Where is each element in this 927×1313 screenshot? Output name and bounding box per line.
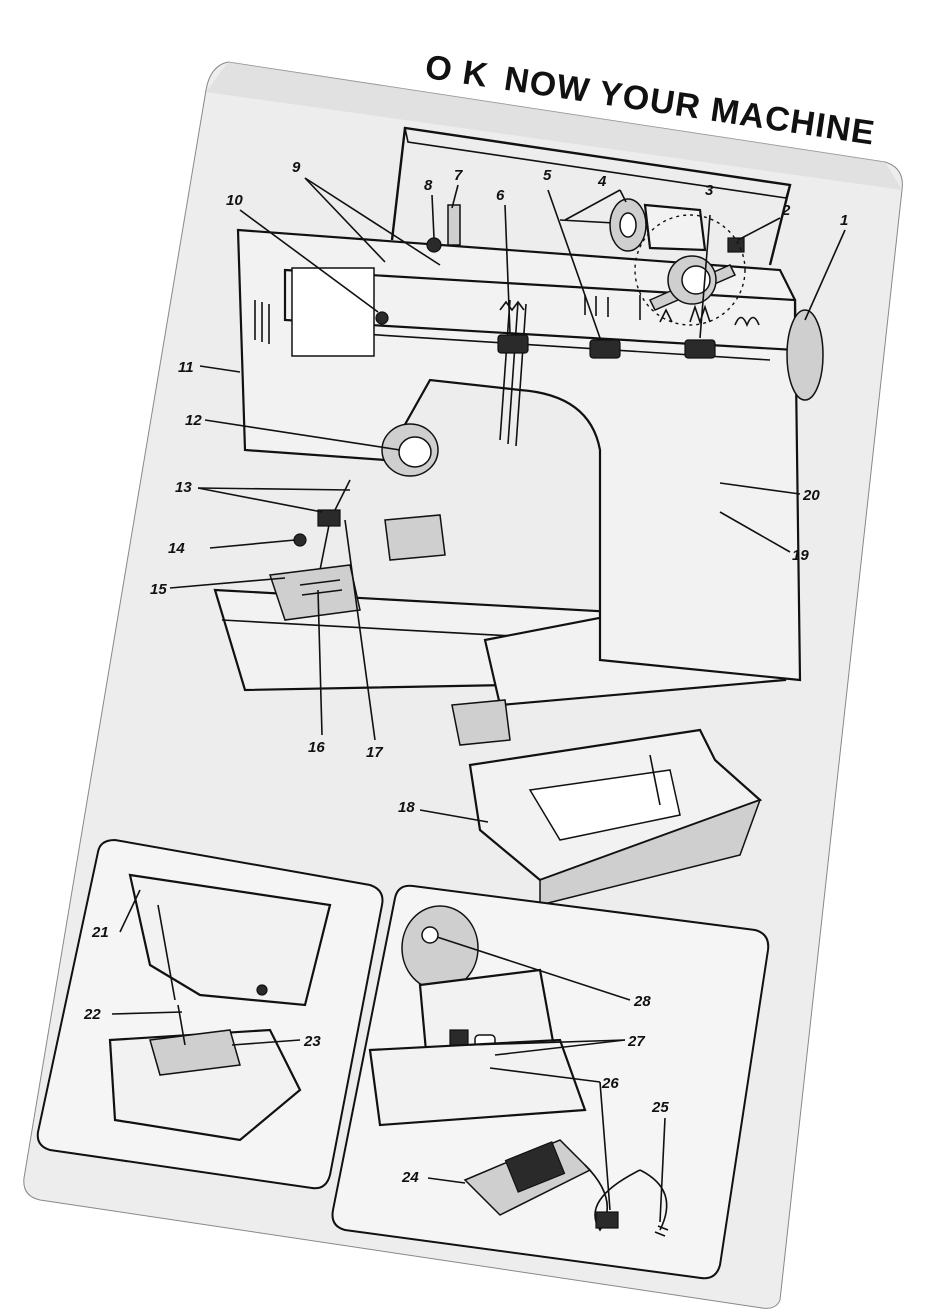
callout-11: 11 (178, 359, 194, 376)
callout-23: 23 (303, 1033, 321, 1050)
needle-plate (270, 565, 360, 620)
hand-wheel-rear (402, 906, 478, 990)
callout-26: 26 (601, 1075, 619, 1092)
bobbin-release-28 (422, 927, 438, 943)
callout-14: 14 (168, 540, 185, 557)
title-prefix: O K (423, 48, 491, 95)
callout-17: 17 (366, 744, 383, 761)
callout-20: 20 (802, 487, 820, 504)
callout-10: 10 (226, 192, 243, 209)
dial-3 (685, 340, 715, 358)
dial-6 (498, 335, 528, 353)
callout-5: 5 (543, 167, 552, 184)
hand-wheel (787, 310, 823, 400)
callout-8: 8 (424, 177, 433, 194)
callout-13: 13 (175, 479, 192, 496)
callout-9: 9 (292, 159, 301, 176)
callout-1: 1 (840, 212, 848, 229)
callout-2: 2 (781, 202, 791, 219)
take-up-lever (376, 312, 388, 324)
head-window (292, 268, 374, 356)
callout-28: 28 (633, 993, 651, 1010)
callout-18: 18 (398, 799, 415, 816)
callout-25: 25 (651, 1099, 669, 1116)
inset-power-area (333, 886, 769, 1278)
callout-24: 24 (401, 1169, 419, 1186)
callout-12: 12 (185, 412, 202, 429)
callout-4: 4 (597, 173, 607, 190)
callout-27: 27 (627, 1033, 645, 1050)
callout-3: 3 (705, 182, 714, 199)
callout-16: 16 (308, 739, 325, 756)
callout-21: 21 (91, 924, 109, 941)
callout-15: 15 (150, 581, 167, 598)
power-plug (596, 1212, 618, 1228)
thumb-screw (294, 534, 306, 546)
callout-19: 19 (792, 547, 809, 564)
dial-5 (590, 340, 620, 358)
callout-22: 22 (83, 1006, 101, 1023)
callout-7: 7 (454, 167, 463, 184)
bobbin-winder-8 (427, 238, 441, 252)
callout-6: 6 (496, 187, 505, 204)
thread-guide-7 (448, 205, 460, 245)
